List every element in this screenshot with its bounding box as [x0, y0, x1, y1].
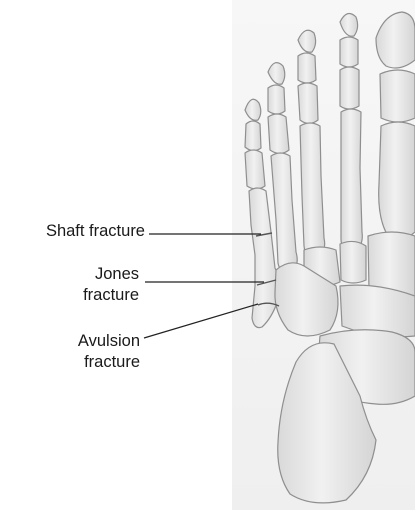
- navicular: [340, 285, 415, 337]
- avulsion-fracture-label: Avulsion fracture: [78, 331, 140, 373]
- toe-3-phalanges: [298, 30, 318, 123]
- jones-fracture-label-line-1: Jones: [83, 264, 139, 285]
- toe-2-phalanges: [340, 13, 359, 109]
- avulsion-fracture-label-line-2: fracture: [78, 352, 140, 373]
- jones-fracture-label: Jones fracture: [83, 264, 139, 306]
- second-metatarsal: [341, 109, 362, 251]
- avulsion-fracture-label-line-1: Avulsion: [78, 331, 140, 352]
- jones-fracture-label-line-2: fracture: [83, 285, 139, 306]
- shaft-fracture-label: Shaft fracture: [46, 221, 145, 242]
- intermediate-cuneiform: [340, 241, 366, 283]
- first-metatarsal: [379, 122, 415, 239]
- shaft-fracture-label-line-1: Shaft fracture: [46, 221, 145, 242]
